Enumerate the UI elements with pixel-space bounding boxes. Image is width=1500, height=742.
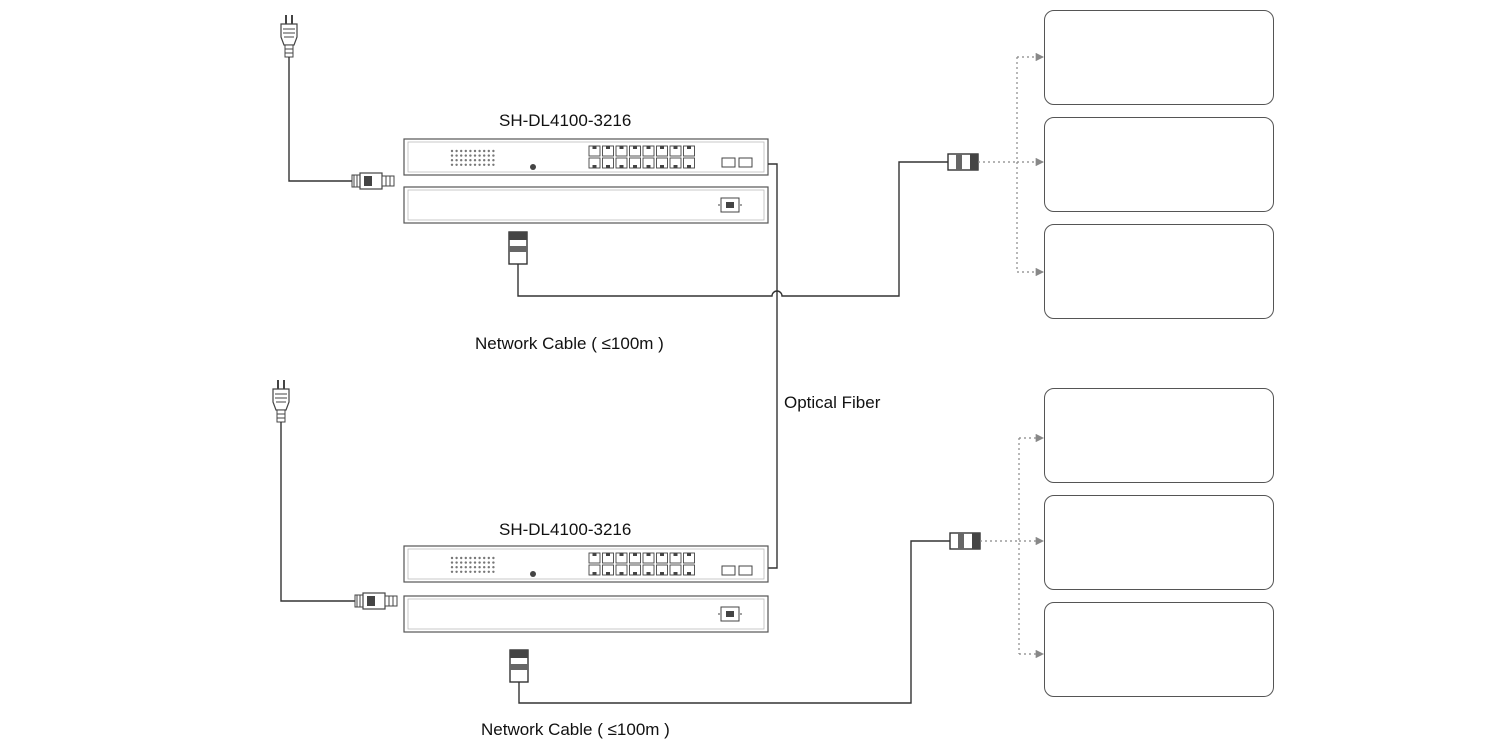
switch-rear-panel	[403, 595, 769, 633]
sfp-port	[738, 565, 753, 576]
sfp-port	[721, 565, 736, 576]
network-cable-label: Network Cable ( ≤100m )	[481, 720, 670, 739]
status-led-grid	[450, 556, 495, 573]
rj45-port-grid	[588, 552, 695, 576]
device-box-router	[1044, 10, 1274, 105]
network-cable-line	[517, 161, 948, 297]
optical-fiber-line	[768, 163, 778, 569]
device-box-camera	[1044, 388, 1274, 483]
rj45-port-grid	[588, 145, 695, 169]
switch-model-label: SH-DL4100-3216	[499, 520, 632, 539]
power-cable	[280, 422, 355, 602]
power-led	[530, 571, 536, 577]
iec-power-connector-icon	[351, 172, 395, 190]
power-plug-icon	[272, 379, 290, 423]
power-cable	[288, 57, 352, 182]
sfp-port	[738, 157, 753, 168]
device-box-switch	[1044, 117, 1274, 212]
iec-power-connector-icon	[354, 592, 398, 610]
rj45-connector-icon	[949, 532, 981, 550]
status-led-grid	[450, 149, 495, 166]
rj45-connector-icon	[947, 153, 979, 171]
device-box-computer	[1044, 224, 1274, 319]
top-distribution-lines	[978, 52, 1045, 277]
power-led	[530, 164, 536, 170]
switch-model-label: SH-DL4100-3216	[499, 111, 632, 130]
rj45-plug-icon	[508, 231, 528, 265]
switch-front-panel	[403, 545, 769, 583]
device-box-computer	[1044, 602, 1274, 697]
power-plug-icon	[280, 14, 298, 58]
optical-fiber-label: Optical Fiber	[784, 393, 881, 412]
network-cable-line	[518, 540, 950, 704]
switch-front-panel	[403, 138, 769, 176]
bottom-distribution-lines	[980, 433, 1045, 659]
rj45-plug-icon	[509, 649, 529, 683]
network-cable-label: Network Cable ( ≤100m )	[475, 334, 664, 353]
device-box-switch	[1044, 495, 1274, 590]
sfp-port	[721, 157, 736, 168]
switch-rear-panel	[403, 186, 769, 224]
